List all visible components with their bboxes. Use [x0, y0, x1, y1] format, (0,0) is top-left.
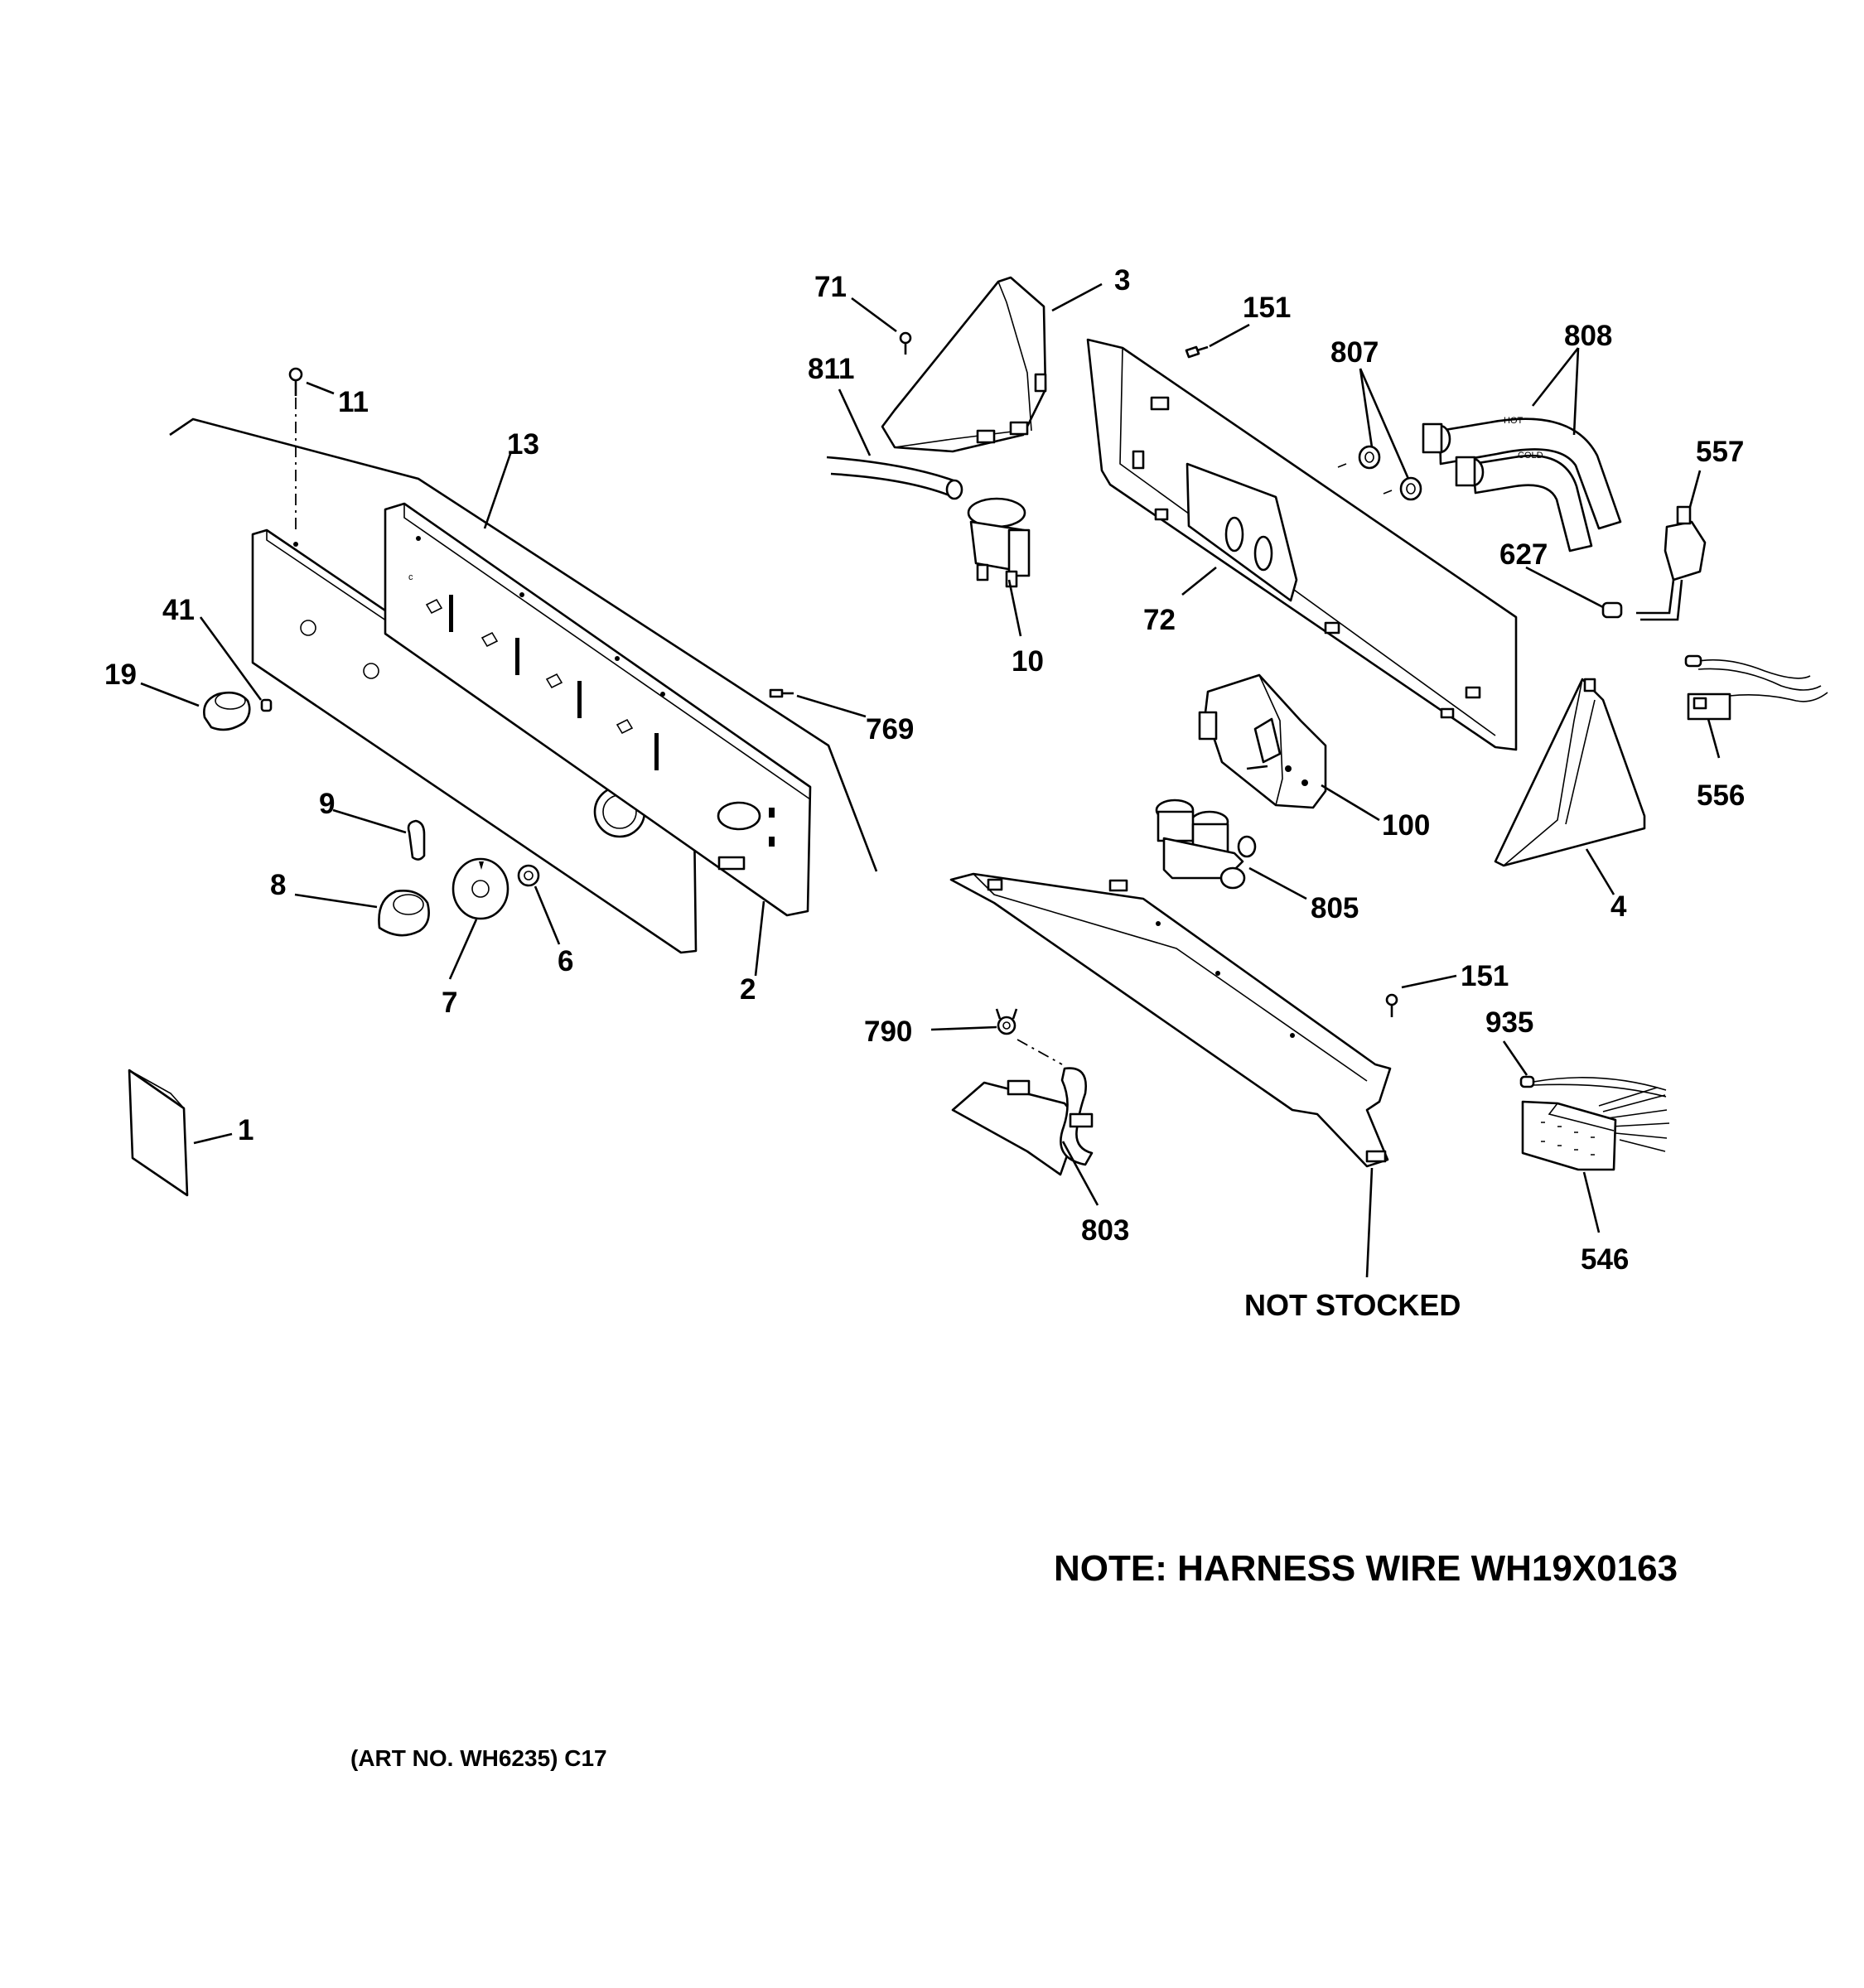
callout-1: 1	[238, 1114, 254, 1146]
art-number: (ART NO. WH6235) C17	[350, 1745, 607, 1771]
callout-labels: 11 13 41 19 9 8 7 6 2 769 1 71 3 811 10 …	[104, 264, 1745, 1276]
callout-71: 71	[814, 271, 847, 303]
fill-duct-803	[951, 1039, 1094, 1176]
callout-627: 627	[1499, 538, 1548, 571]
callout-100: 100	[1382, 809, 1430, 842]
harness-connector-546	[1521, 1087, 1670, 1171]
hose-811	[826, 456, 963, 500]
knob-8	[378, 890, 430, 937]
dial-7	[452, 857, 509, 920]
switch-557	[1636, 505, 1707, 621]
callout-11: 11	[338, 386, 369, 418]
clip-9	[407, 819, 426, 861]
callout-4: 4	[1610, 890, 1627, 923]
plug-627	[1601, 601, 1623, 619]
callout-3: 3	[1114, 264, 1130, 297]
callout-935: 935	[1485, 1006, 1533, 1039]
callout-811: 811	[808, 353, 854, 385]
not-stocked-label: NOT STOCKED	[1244, 1288, 1461, 1322]
callout-2: 2	[740, 973, 756, 1006]
side-bracket-4	[1494, 678, 1646, 867]
callout-6: 6	[558, 945, 573, 977]
screw-11	[288, 367, 303, 530]
callout-808: 808	[1564, 320, 1612, 352]
panel-outline-bracket	[169, 417, 878, 872]
callout-8: 8	[270, 869, 286, 901]
manual-envelope-1	[128, 1069, 189, 1197]
nut-6	[517, 864, 540, 887]
screw-71	[899, 331, 912, 355]
backsplash-72	[1086, 338, 1518, 751]
callout-13: 13	[507, 428, 539, 461]
hot-hose-label: HOT	[1504, 416, 1524, 426]
knob-19	[203, 691, 251, 731]
callout-790: 790	[864, 1016, 912, 1048]
screw-769	[769, 688, 794, 698]
clip-41	[260, 698, 273, 712]
leader-lines	[140, 282, 1721, 1278]
callout-803: 803	[1081, 1214, 1129, 1247]
cold-hose-label: COLD	[1518, 451, 1543, 461]
callout-151-lower: 151	[1461, 960, 1509, 992]
callout-9: 9	[319, 788, 335, 820]
callout-10: 10	[1012, 645, 1044, 678]
callout-546: 546	[1581, 1243, 1629, 1276]
callout-805: 805	[1311, 892, 1359, 924]
inlet-hoses-808: HOT COLD	[1422, 416, 1622, 552]
rear-panel-13: c	[384, 502, 812, 917]
callout-151-upper: 151	[1243, 292, 1291, 324]
callout-41: 41	[162, 594, 195, 626]
bracket-3	[881, 276, 1047, 453]
base-bracket-not-stocked	[949, 872, 1392, 1168]
callout-557: 557	[1696, 436, 1744, 468]
callout-807: 807	[1330, 336, 1379, 369]
clamp-790	[995, 1008, 1018, 1035]
water-valve-805	[1155, 799, 1257, 890]
callout-769: 769	[866, 713, 914, 746]
timer-100	[1198, 673, 1327, 809]
callout-19: 19	[104, 659, 137, 691]
pressure-switch-10	[967, 497, 1031, 588]
svg-text:c: c	[408, 572, 413, 582]
callout-556: 556	[1697, 779, 1745, 812]
screw-151-lower	[1385, 993, 1398, 1017]
screw-151-upper	[1185, 345, 1209, 359]
harness-wire-note: NOTE: HARNESS WIRE WH19X0163	[1054, 1548, 1678, 1589]
callout-7: 7	[442, 987, 457, 1019]
callout-72: 72	[1143, 604, 1176, 636]
washers-807	[1337, 445, 1422, 501]
terminal-935	[1519, 1075, 1667, 1098]
wire-connector-556	[1684, 654, 1828, 721]
